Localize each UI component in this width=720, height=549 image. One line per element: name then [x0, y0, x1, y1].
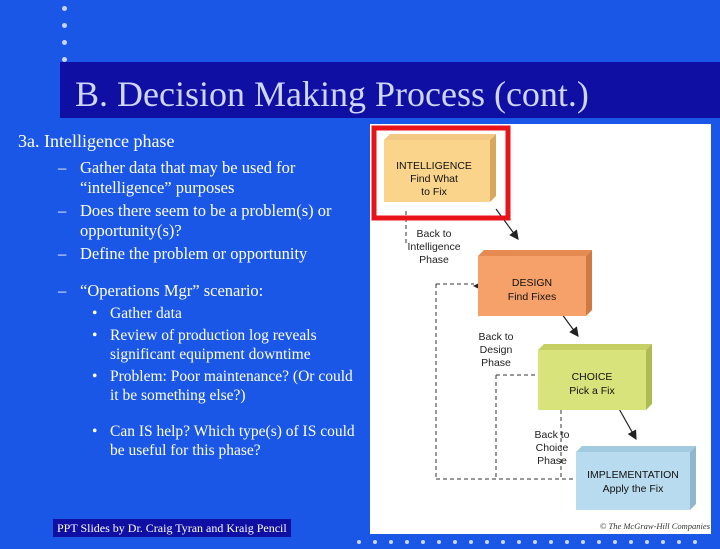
phase-box-choice: CHOICE Pick a Fix: [538, 344, 652, 410]
phase-name: INTELLIGENCE: [396, 160, 472, 172]
phase-desc: Find What: [410, 173, 458, 185]
sub-bullet: •Gather data: [92, 305, 182, 322]
decorative-dots: [62, 6, 70, 74]
back-label-choice: Back to Choice Phase: [534, 429, 569, 467]
dash-item: –Gather data that may be used for “intel…: [58, 158, 296, 197]
dash-item: –“Operations Mgr” scenario:: [58, 281, 264, 300]
phase-box-fill: [478, 256, 586, 316]
title-bar: [60, 62, 720, 118]
phase-box-fill: [538, 350, 646, 410]
back-label-intelligence: Back to Intelligence Phase: [407, 228, 460, 266]
phase-box-implementation: IMPLEMENTATION Apply the Fix: [576, 446, 696, 510]
phase-desc: Pick a Fix: [569, 385, 615, 397]
sub-bullet: •Review of production log reveals signif…: [92, 327, 317, 363]
highlight-frame: [371, 125, 511, 221]
svg-text:Phase: Phase: [419, 254, 449, 266]
phase-box-intelligence: INTELLIGENCE Find What to Fix: [384, 134, 496, 202]
decision-process-diagram: INTELLIGENCE Find What to Fix DESIGN Fin…: [370, 124, 711, 534]
svg-text:Design: Design: [480, 344, 513, 356]
phase-box-design: DESIGN Find Fixes: [478, 250, 592, 316]
phase-box-fill: [384, 140, 490, 202]
sub-bullet: •Can IS help? Which type(s) of IS could …: [92, 423, 355, 459]
sub-bullet: •Problem: Poor maintenance? (Or could it…: [92, 368, 353, 404]
phase-box-fill: [576, 452, 690, 510]
dash-item: –Does there seem to be a problem(s) or o…: [58, 201, 332, 240]
phase-name: CHOICE: [572, 371, 613, 383]
svg-text:Phase: Phase: [481, 357, 511, 369]
slide-title: B. Decision Making Process (cont.): [75, 74, 589, 114]
phase-desc: Apply the Fix: [603, 483, 664, 495]
svg-text:Intelligence: Intelligence: [407, 241, 460, 253]
bullet-list: 3a. Intelligence phase –Gather data that…: [18, 130, 363, 463]
back-label-design: Back to Design Phase: [478, 331, 513, 369]
svg-text:Choice: Choice: [536, 442, 569, 454]
bullet-heading: 3a. Intelligence phase: [18, 131, 175, 151]
svg-text:Back to: Back to: [416, 228, 451, 240]
svg-text:Phase: Phase: [537, 455, 567, 467]
phase-name: DESIGN: [512, 277, 552, 289]
phase-name: IMPLEMENTATION: [587, 469, 679, 481]
phase-desc: Find Fixes: [508, 291, 556, 303]
decorative-dots-bottom: [357, 531, 709, 549]
footer-credit: PPT Slides by Dr. Craig Tyran and Kraig …: [53, 519, 291, 537]
dash-item: –Define the problem or opportunity: [58, 244, 308, 263]
copyright-credit: © The McGraw-Hill Companies: [600, 521, 711, 531]
svg-text:Back to: Back to: [534, 429, 569, 441]
svg-text:Back to: Back to: [478, 331, 513, 343]
phase-desc: to Fix: [421, 186, 447, 198]
